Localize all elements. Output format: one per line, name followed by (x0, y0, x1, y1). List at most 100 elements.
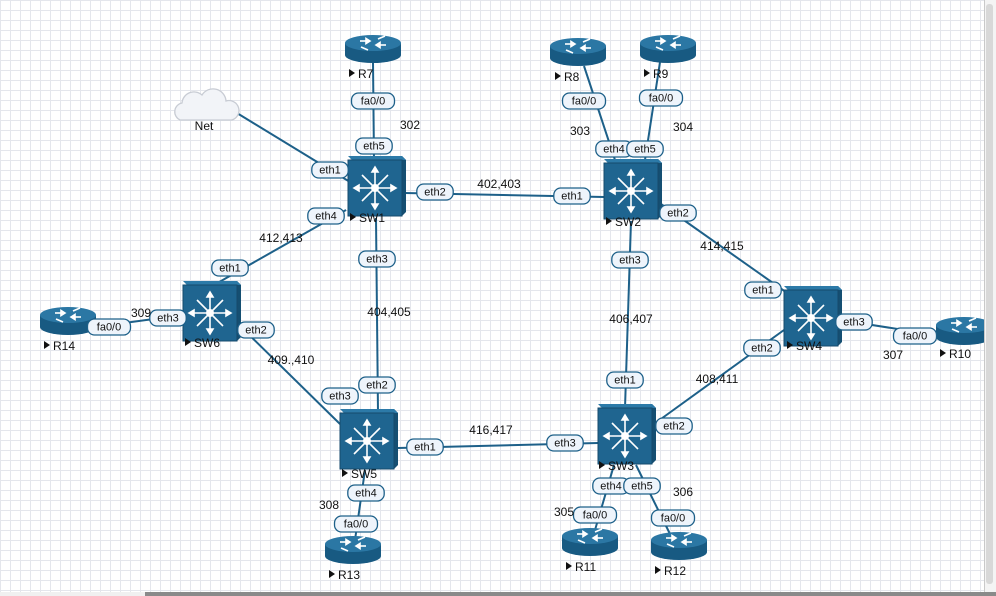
running-indicator-icon (940, 349, 946, 357)
port-name: eth5 (631, 481, 652, 493)
port-name: eth3 (366, 254, 387, 266)
router-icon (324, 535, 382, 565)
port-name: eth3 (619, 255, 640, 267)
switch-icon (182, 280, 242, 342)
node-label: SW5 (342, 467, 377, 481)
port-name: eth1 (319, 165, 340, 177)
port-name: eth2 (245, 325, 266, 337)
port-name: fa0/0 (583, 510, 607, 522)
link-network-label: 302 (400, 118, 420, 132)
port-name: eth4 (315, 211, 336, 223)
running-indicator-icon (342, 469, 348, 477)
node-net[interactable]: Net (174, 88, 240, 133)
horizontal-scrollbar-thumb[interactable] (145, 592, 996, 596)
port-label-sw4-r10-to[interactable]: fa0/0 (892, 327, 938, 345)
running-indicator-icon (599, 461, 605, 469)
port-label-sw2-sw4-to[interactable]: eth1 (744, 281, 782, 299)
running-indicator-icon (329, 570, 335, 578)
node-sw3[interactable]: SW3 (597, 403, 657, 473)
vertical-scrollbar-thumb[interactable] (986, 4, 993, 584)
port-label-sw2-sw3-from[interactable]: eth3 (611, 251, 649, 269)
port-label-sw6-sw5-from[interactable]: eth2 (237, 321, 275, 339)
port-label-r7-sw1-to[interactable]: eth5 (355, 137, 393, 155)
link-network-label: 404,405 (367, 305, 411, 319)
link-network-label: 308 (319, 498, 339, 512)
port-name: eth2 (667, 208, 688, 220)
port-label-sw1-sw6-from[interactable]: eth4 (307, 207, 345, 225)
node-name: R11 (575, 560, 596, 574)
port-label-sw1-sw5-to[interactable]: eth2 (358, 376, 396, 394)
node-r12[interactable]: R12 (650, 531, 708, 578)
node-r13[interactable]: R13 (324, 535, 382, 582)
running-indicator-icon (644, 69, 650, 77)
port-label-sw4-r10-from[interactable]: eth3 (835, 313, 873, 331)
node-r8[interactable]: R8 (549, 37, 607, 84)
port-label-sw4-sw3-from[interactable]: eth2 (743, 339, 781, 357)
port-label-r8-sw2-to[interactable]: eth4 (595, 140, 633, 158)
node-name: SW2 (615, 215, 641, 229)
link-network-label: 416,417 (469, 423, 513, 437)
node-sw1[interactable]: SW1 (347, 155, 407, 225)
port-label-sw2-sw3-to[interactable]: eth1 (606, 371, 644, 389)
node-r11[interactable]: R11 (561, 527, 619, 574)
node-label: R10 (940, 347, 971, 361)
node-label: R7 (349, 67, 374, 81)
port-name: eth5 (634, 144, 655, 156)
port-label-sw1-sw2-from[interactable]: eth2 (416, 183, 454, 201)
port-label-r7-sw1-from[interactable]: fa0/0 (350, 92, 396, 110)
port-label-sw3-r12-to[interactable]: fa0/0 (650, 509, 696, 527)
link-network-label: 409.,410 (268, 353, 315, 367)
node-label: R14 (44, 339, 75, 353)
link-network-label: 412,413 (259, 231, 303, 245)
router-icon (639, 34, 697, 64)
port-label-sw3-r11-to[interactable]: fa0/0 (572, 506, 618, 524)
port-name: eth2 (424, 187, 445, 199)
node-r7[interactable]: R7 (344, 34, 402, 81)
node-label: R13 (329, 568, 360, 582)
port-label-r14-sw6-from[interactable]: fa0/0 (86, 318, 132, 336)
port-label-sw5-r13-from[interactable]: eth4 (347, 484, 385, 502)
port-label-sw3-r11-from[interactable]: eth4 (592, 477, 630, 495)
port-name: eth2 (366, 380, 387, 392)
port-name: eth4 (600, 481, 621, 493)
port-label-sw1-sw5-from[interactable]: eth3 (358, 250, 396, 268)
link-sw6-sw5[interactable] (235, 321, 341, 425)
port-name: eth3 (329, 391, 350, 403)
port-name: fa0/0 (661, 513, 685, 525)
port-name: eth2 (751, 343, 772, 355)
link-network-label: 402,403 (477, 177, 521, 191)
port-label-r9-sw2-to[interactable]: eth5 (626, 140, 664, 158)
port-name: fa0/0 (903, 331, 927, 343)
node-r9[interactable]: R9 (639, 34, 697, 81)
port-label-sw1-sw6-to[interactable]: eth1 (211, 259, 249, 277)
port-label-sw5-sw3-from[interactable]: eth1 (406, 438, 444, 456)
port-label-sw6-sw5-to[interactable]: eth3 (321, 387, 359, 405)
port-label-sw2-sw4-from[interactable]: eth2 (659, 204, 697, 222)
port-label-net-sw1-to[interactable]: eth1 (311, 161, 349, 179)
node-name: R13 (338, 568, 360, 582)
port-name: fa0/0 (572, 96, 596, 108)
port-label-sw1-sw2-to[interactable]: eth1 (553, 187, 591, 205)
port-label-sw3-r12-from[interactable]: eth5 (623, 477, 661, 495)
port-label-sw4-sw3-to[interactable]: eth2 (655, 417, 693, 435)
node-sw6[interactable]: SW6 (182, 280, 242, 350)
running-indicator-icon (350, 213, 356, 221)
node-label: SW3 (599, 459, 634, 473)
node-name: SW5 (351, 467, 377, 481)
port-name: eth1 (414, 442, 435, 454)
node-label: R12 (655, 564, 686, 578)
node-label: SW4 (787, 339, 822, 353)
port-label-sw5-r13-to[interactable]: fa0/0 (333, 515, 379, 533)
node-sw5[interactable]: SW5 (339, 408, 399, 481)
node-sw2[interactable]: SW2 (603, 158, 663, 229)
node-r10[interactable]: R10 (935, 316, 993, 361)
port-name: eth1 (219, 263, 240, 275)
port-label-r8-sw2-from[interactable]: fa0/0 (561, 92, 607, 110)
node-sw4[interactable]: SW4 (783, 285, 843, 353)
port-label-r9-sw2-from[interactable]: fa0/0 (638, 89, 684, 107)
node-r14[interactable]: R14 (39, 306, 97, 353)
port-label-sw5-sw3-to[interactable]: eth3 (546, 434, 584, 452)
port-label-r14-sw6-to[interactable]: eth3 (149, 309, 187, 327)
